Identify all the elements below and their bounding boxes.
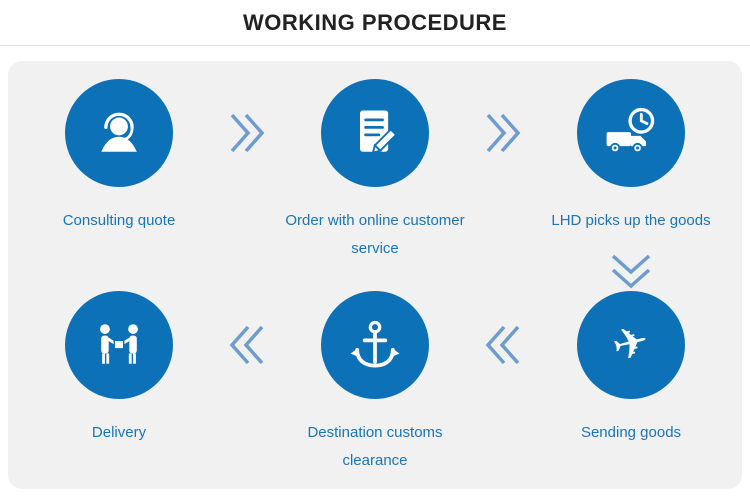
truck-clock-icon <box>606 107 655 154</box>
step-label: Order with online customer service <box>285 212 465 257</box>
chevron-down-icon <box>611 254 651 289</box>
step-label: Sending goods <box>580 424 682 441</box>
step-lhd-pickup: LHD picks up the goods <box>538 79 724 263</box>
step-label: Destination customs clearance <box>307 424 443 469</box>
title-divider <box>0 45 750 46</box>
step-circle <box>577 79 685 187</box>
document-pen-icon <box>360 110 398 154</box>
step-destination-customs-clearance: Destination customs clearance <box>282 291 468 475</box>
step-sending-goods: ✈ Sending goods <box>538 291 724 475</box>
procedure-flow: Consulting quote Order with onlin <box>26 79 724 475</box>
step-circle <box>321 291 429 399</box>
chevron-right-icon <box>486 113 521 153</box>
step-order-online-customer-service: Order with online customer service <box>282 79 468 263</box>
svg-text:✈: ✈ <box>607 316 654 373</box>
step-consulting-quote: Consulting quote <box>26 79 212 263</box>
step-circle: ✈ <box>577 291 685 399</box>
anchor-icon <box>350 320 400 368</box>
procedure-panel: Consulting quote Order with onlin <box>8 61 742 489</box>
step-delivery: Delivery <box>26 291 212 475</box>
airplane-icon: ✈ <box>607 316 654 373</box>
chevron-left-icon <box>229 325 264 365</box>
step-circle <box>321 79 429 187</box>
delivery-icon <box>100 324 138 364</box>
step-label: Consulting quote <box>62 212 176 229</box>
step-label: Delivery <box>91 424 147 441</box>
step-circle <box>65 79 173 187</box>
step-circle <box>65 291 173 399</box>
page-title: WORKING PROCEDURE <box>243 10 507 35</box>
chevron-left-icon <box>485 325 520 365</box>
step-label: LHD picks up the goods <box>551 212 711 229</box>
headset-icon <box>101 112 137 152</box>
chevron-right-icon <box>230 113 265 153</box>
